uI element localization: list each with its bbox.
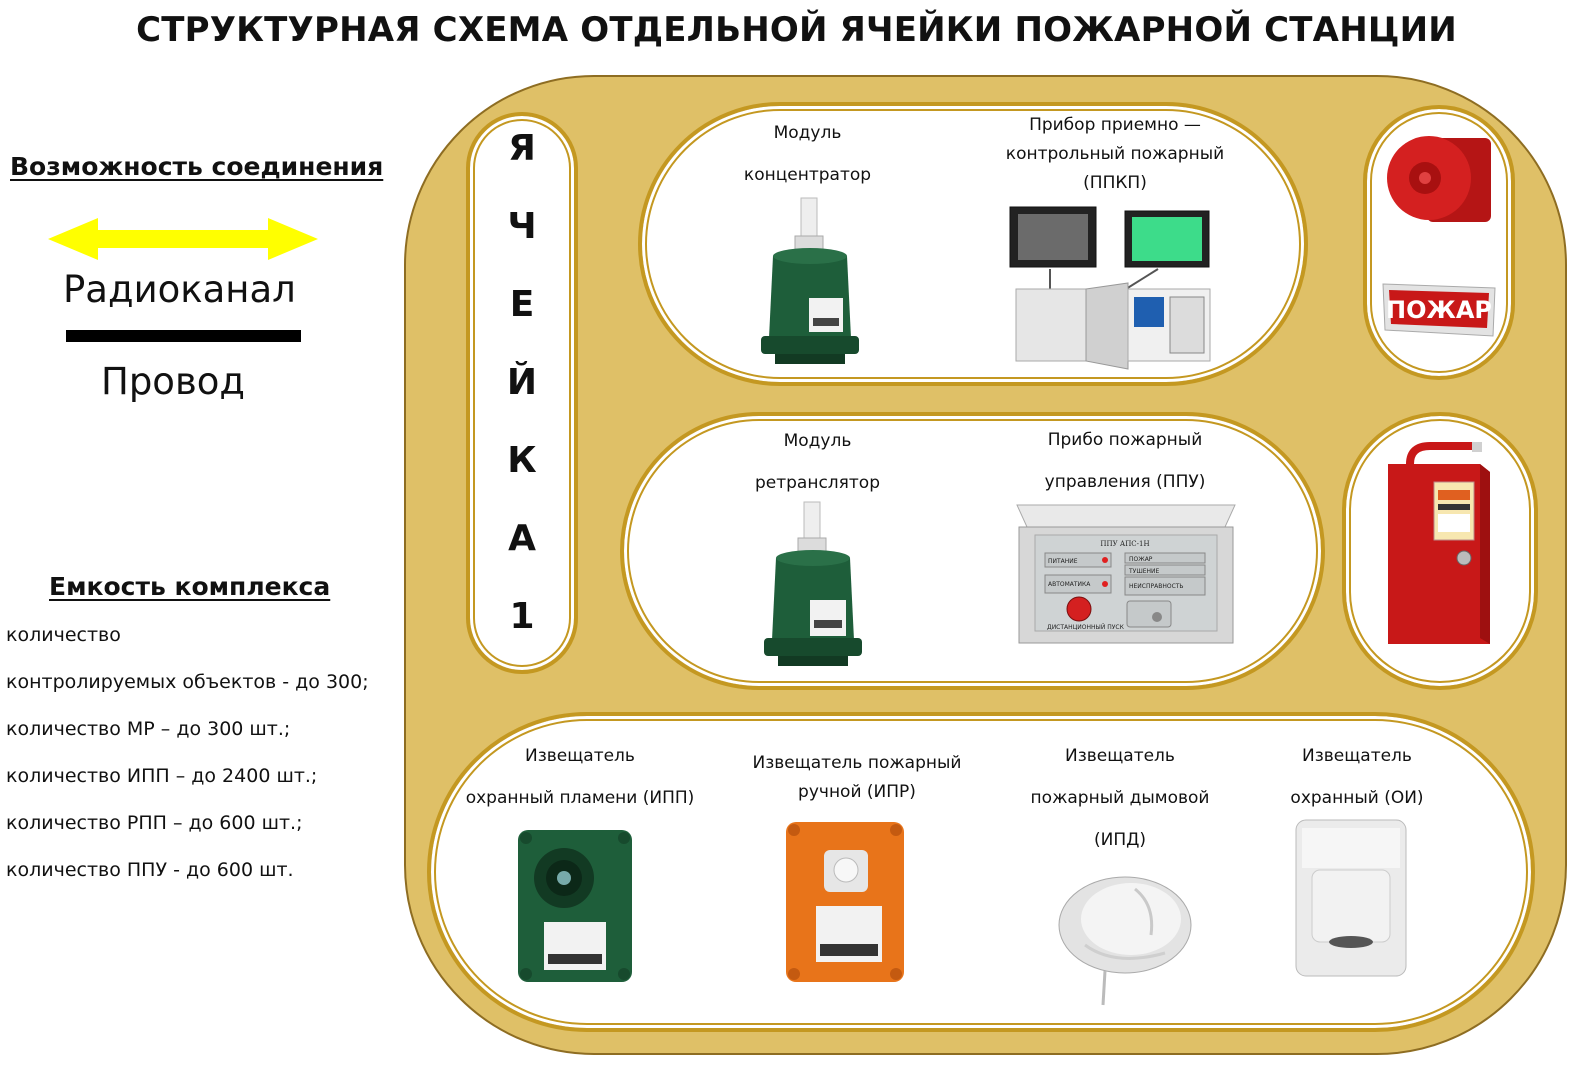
cell-letter: Ч bbox=[507, 206, 537, 247]
fire-sign-text: ПОЖАР bbox=[1386, 296, 1492, 324]
cell-letter: Й bbox=[506, 362, 538, 403]
ipr-caption: Извещатель пожарный ручной (ИПР) bbox=[752, 753, 962, 802]
page-title: СТРУКТУРНАЯ СХЕМА ОТДЕЛЬНОЙ ЯЧЕЙКИ ПОЖАР… bbox=[136, 10, 1457, 50]
ppu-panel-title: ППУ АПС-1Н bbox=[1100, 540, 1149, 548]
smoke-detector-icon bbox=[1058, 876, 1192, 1006]
ppu-panel-label: НЕИСПРАВНОСТЬ bbox=[1129, 583, 1184, 590]
radio-channel-arrow-icon bbox=[48, 218, 318, 260]
fire-extinguisher-cabinet-icon bbox=[1388, 442, 1490, 644]
cell-letter: Е bbox=[509, 284, 535, 325]
cell-label-pill: Я Ч Е Й К А 1 bbox=[466, 112, 578, 674]
capacity-heading: Емкость комплекса bbox=[49, 572, 331, 601]
capacity-line: контролируемых объектов - до 300; bbox=[6, 671, 369, 693]
ipd-caption: Извещатель пожарный дымовой (ИПД) bbox=[1030, 746, 1210, 850]
ppu-panel-label: ПИТАНИЕ bbox=[1048, 558, 1078, 565]
fire-sign-icon: ПОЖАР bbox=[1382, 283, 1496, 337]
siren-icon bbox=[1387, 136, 1491, 222]
retranslator-caption: Модуль ретранслятор bbox=[754, 431, 880, 493]
cell-letter: К bbox=[507, 440, 537, 481]
capacity-line: количество ИПП – до 2400 шт.; bbox=[6, 765, 318, 787]
ppu-panel-label: ПОЖАР bbox=[1129, 556, 1153, 563]
wire-label: Провод bbox=[101, 360, 245, 403]
radio-channel-label: Радиоканал bbox=[63, 268, 296, 311]
cell-letter: 1 bbox=[509, 596, 535, 637]
ppu-panel-label: АВТОМАТИКА bbox=[1048, 581, 1091, 588]
retranslator-module-icon bbox=[764, 501, 862, 666]
capacity-line: количество МР – до 300 шт.; bbox=[6, 718, 291, 740]
wire-line bbox=[66, 330, 301, 342]
oi-caption: Извещатель охранный (ОИ) bbox=[1290, 746, 1424, 808]
capacity-line: количество РПП – до 600 шт.; bbox=[6, 812, 303, 834]
ppu-caption: Прибо пожарный управления (ППУ) bbox=[1044, 430, 1206, 492]
motion-detector-icon bbox=[1295, 819, 1407, 977]
ppkp-caption: Прибор приемно — контрольный пожарный (П… bbox=[1005, 115, 1225, 193]
cell-letter: Я bbox=[508, 128, 536, 169]
concentrator-caption: Модуль концентратор bbox=[743, 123, 872, 185]
ipp-caption: Извещатель охранный пламени (ИПП) bbox=[465, 746, 695, 808]
ppu-panel-label: ДИСТАНЦИОННЫЙ ПУСК bbox=[1047, 624, 1125, 631]
ppu-panel-icon: ППУ АПС-1Н ПИТАНИЕ ПОЖАР ТУШЕНИЕ АВТОМАТ… bbox=[1016, 504, 1236, 644]
capacity-line: количество bbox=[6, 624, 121, 646]
ppkp-device-icon bbox=[1009, 206, 1211, 370]
legend-heading: Возможность соединения bbox=[10, 152, 384, 181]
manual-call-point-icon bbox=[786, 822, 904, 982]
cell-letter: А bbox=[508, 518, 536, 559]
ppu-panel-label: ТУШЕНИЕ bbox=[1128, 568, 1160, 575]
concentrator-module-icon bbox=[761, 197, 859, 364]
flame-detector-icon bbox=[518, 830, 632, 982]
capacity-line: количество ППУ - до 600 шт. bbox=[6, 859, 294, 881]
